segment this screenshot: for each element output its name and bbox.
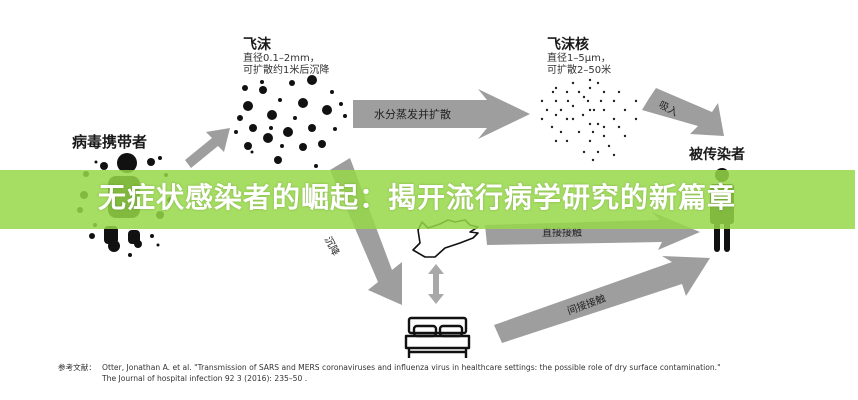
reference-line2: The Journal of hospital infection 92 3 (… [102, 374, 308, 383]
droplet-nuclei-title: 飞沫核 [547, 37, 589, 53]
arrow-carrier-to-droplet [185, 128, 230, 168]
arrow-direct-contact-label: 直接接触 [542, 228, 582, 239]
droplet-line2: 可扩散约1米后沉降 [243, 65, 330, 76]
reference-line1: Otter, Jonathan A. et al. "Transmission … [102, 363, 721, 372]
droplet-line1: 直径0.1–2mm， [243, 53, 320, 64]
reference-tag: 参考文献： [58, 363, 96, 372]
droplet-info: 飞沫 直径0.1–2mm， 可扩散约1米后沉降 [243, 37, 329, 77]
title-banner [0, 170, 855, 229]
double-arrow-hand-bed [428, 264, 444, 304]
droplet-nuclei-line1: 直径1–5μm， [547, 53, 611, 64]
arrow-evaporate [353, 89, 530, 139]
infected-label: 被传染者 [689, 147, 745, 163]
arrow-inhale [642, 88, 724, 136]
arrow-indirect-contact [494, 256, 710, 343]
banner-title: 无症状感染者的崛起：揭开流行病学研究的新篇章 [98, 181, 737, 214]
droplet-nuclei-info: 飞沫核 直径1–5μm， 可扩散2–50米 [547, 37, 611, 77]
droplet-nuclei-cluster [540, 78, 638, 162]
droplets-cluster [234, 75, 347, 168]
reference: 参考文献： Otter, Jonathan A. et al. "Transmis… [58, 362, 721, 384]
arrow-evaporate-label: 水分蒸发并扩散 [374, 108, 451, 121]
droplet-nuclei-line2: 可扩散2–50米 [547, 65, 612, 76]
bed-icon [404, 316, 471, 358]
droplet-title: 飞沫 [243, 37, 271, 53]
carrier-label: 病毒携带者 [72, 133, 148, 151]
